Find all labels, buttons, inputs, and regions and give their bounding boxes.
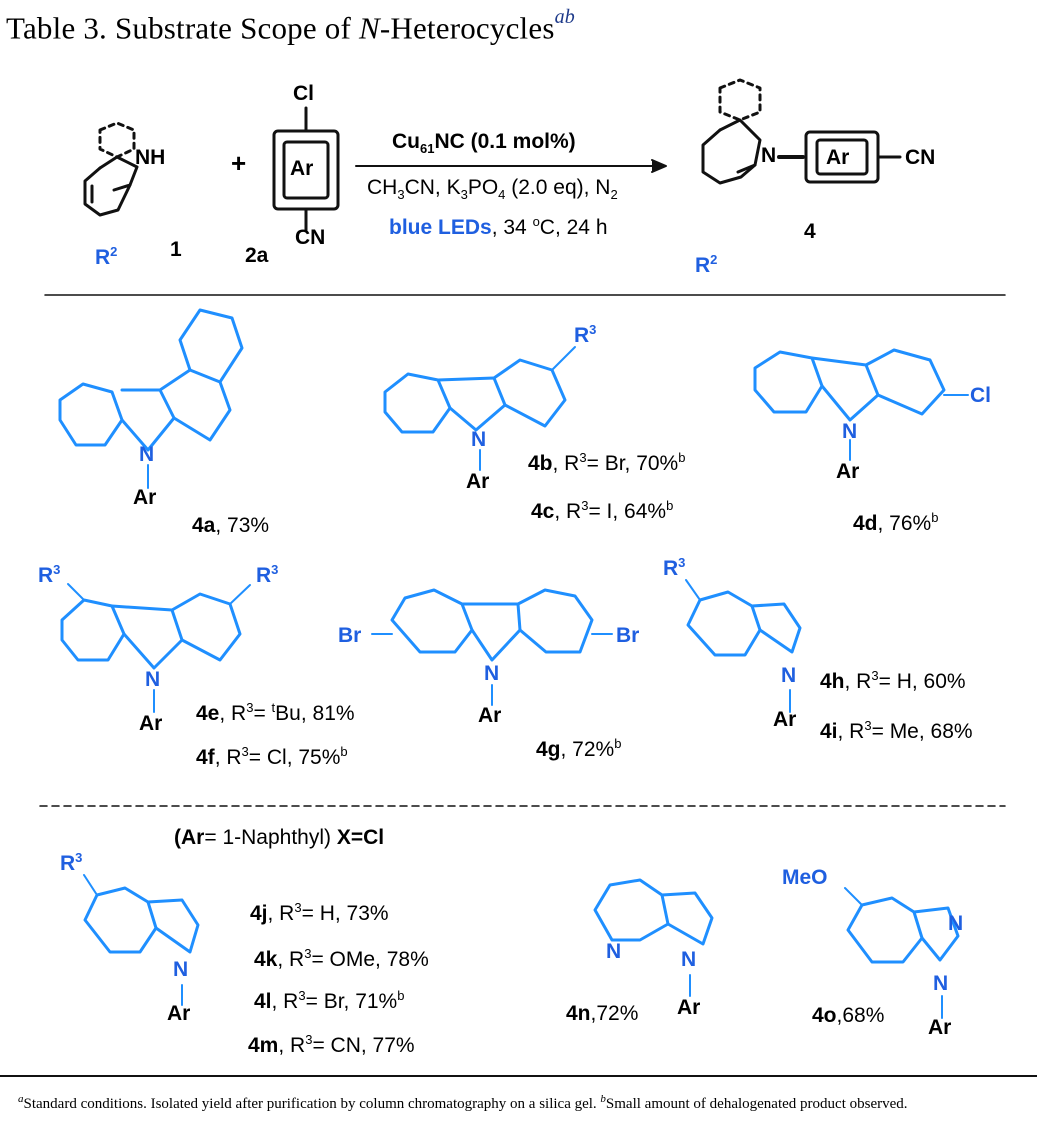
ar-4ef: Ar [139, 712, 163, 735]
ar-4jm: Ar [167, 1002, 191, 1025]
n-atom-4jm: N [173, 958, 189, 981]
light-conditions: blue LEDs, 34 oC, 24 h [389, 214, 608, 239]
ar-4bc: Ar [466, 470, 490, 493]
table-title: Table 3. Substrate Scope of N-Heterocycl… [6, 6, 575, 46]
ar-4o: Ar [928, 1016, 952, 1039]
entry-4l: 4l, R3= Br, 71%b [254, 988, 405, 1013]
r3-4ef-left: R3 [38, 562, 61, 587]
entry-4f: 4f, R3= Cl, 75%b [196, 744, 348, 769]
n-atom-4n: N [681, 948, 697, 971]
product-4o-structure [844, 887, 960, 1019]
ar-4d: Ar [836, 460, 860, 483]
product-4ef-structure [60, 583, 251, 713]
plus-sign: + [231, 148, 247, 178]
entry-4g: 4g, 72%b [536, 736, 622, 761]
catalyst-text: Cu61NC (0.1 mol%) [392, 130, 576, 157]
nh-label: NH [135, 146, 166, 169]
entry-4b: 4b, R3= Br, 70%b [528, 450, 686, 475]
entry-4c: 4c, R3= I, 64%b [531, 498, 674, 523]
footnote: aStandard conditions. Isolated yield aft… [18, 1093, 908, 1112]
n-atom-4hi: N [781, 664, 797, 687]
n-atom-4a: N [139, 443, 155, 466]
r2-label-1: R2 [95, 244, 118, 269]
entry-4j: 4j, R3= H, 73% [250, 900, 389, 925]
entry-4a: 4a, 73% [192, 514, 270, 537]
n-atom-4g: N [484, 662, 500, 685]
product-4g-structure [371, 588, 613, 706]
entry-4d: 4d, 76%b [853, 510, 939, 535]
n-pyridine-4n: N [606, 940, 622, 963]
entry-4e: 4e, R3= tBu, 81% [196, 700, 355, 725]
product-4d-structure [753, 348, 969, 461]
entry-4i: 4i, R3= Me, 68% [820, 718, 973, 743]
product-4hi-structure [685, 579, 802, 713]
n-atom-4d: N [842, 420, 858, 443]
compound-4-label: 4 [804, 220, 816, 243]
ar-4n: Ar [677, 996, 701, 1019]
n-atom-4bc: N [471, 428, 487, 451]
cn-label-4: CN [905, 146, 936, 169]
ar-label-4: Ar [826, 146, 850, 169]
entry-4m: 4m, R3= CN, 77% [248, 1032, 415, 1057]
compound-1-label: 1 [170, 238, 182, 261]
n-atom-4ef: N [145, 668, 161, 691]
cn-label-2a: CN [295, 226, 326, 249]
r2-label-4: R2 [695, 252, 718, 277]
reactant-2a-structure [272, 106, 340, 232]
product-4n-structure [593, 878, 714, 997]
n-imine-4o: N [948, 912, 964, 935]
br-4g-left: Br [338, 624, 362, 647]
r3-4bc: R3 [574, 322, 597, 347]
section-condition: (Ar= 1-Naphthyl) X=Cl [174, 826, 385, 849]
entry-4o: 4o,68% [812, 1004, 885, 1027]
n-label-4: N [761, 144, 777, 167]
product-4jm-structure [83, 874, 200, 1006]
ar-4hi: Ar [773, 708, 797, 731]
ar-label-2a: Ar [290, 157, 314, 180]
r3-4hi: R3 [663, 555, 686, 580]
n-atom-4o: N [933, 972, 949, 995]
cl-4d: Cl [970, 384, 991, 407]
product-4-structure [701, 78, 902, 185]
product-4a-structure [58, 308, 244, 489]
ar-4g: Ar [478, 704, 502, 727]
r3-4ef-right: R3 [256, 562, 279, 587]
r3-4jm: R3 [60, 850, 83, 875]
entry-4k: 4k, R3= OMe, 78% [254, 946, 429, 971]
br-4g-right: Br [616, 624, 640, 647]
meo-4o: MeO [782, 866, 828, 889]
ar-4a: Ar [133, 486, 157, 509]
conditions-text: CH3CN, K3PO4 (2.0 eq), N2 [367, 176, 618, 203]
product-4bc-structure [383, 346, 576, 471]
reactant-1-structure [83, 121, 139, 217]
cl-label: Cl [293, 82, 314, 105]
entry-4h: 4h, R3= H, 60% [820, 668, 966, 693]
entry-4n: 4n,72% [566, 1002, 639, 1025]
compound-2a-label: 2a [245, 244, 269, 267]
